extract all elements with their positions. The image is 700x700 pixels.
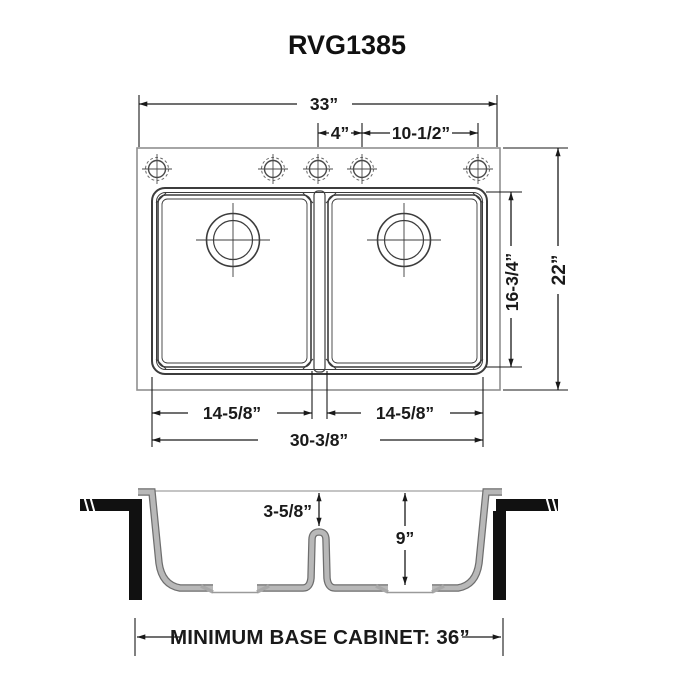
dim-left-bowl-width-label: 14-5/8” [203,403,261,423]
dim-overall-width-label: 33” [310,94,338,114]
dim-bowls-span-label: 30-3/8” [290,430,348,450]
dim-faucet-span-label: 10-1/2” [392,123,450,143]
dim-bowl-front-back: 16-3/4” [486,191,522,368]
faucet-hole [347,154,377,184]
left-drain [196,203,270,277]
dim-divider-height-label: 3-5/8” [263,501,312,521]
top-view: 33” 4” 10-1/2” 16-3/4” 22” [136,94,570,450]
dim-overall-depth-label: 22” [549,255,570,286]
dim-bowl-front-back-label: 16-3/4” [502,253,522,311]
faucet-holes [142,154,493,184]
dim-bowl-depth: 9” [396,493,414,585]
dim-faucet-offset-label: 4” [331,123,349,143]
left-bowl [155,192,314,370]
dim-right-bowl-width-label: 14-5/8” [376,403,434,423]
bowl-divider [313,190,326,373]
faucet-hole [142,154,172,184]
countertop-right [493,495,558,600]
sink-deck-outline [136,147,501,391]
cabinet-wall-right [493,511,506,600]
faucet-hole [463,154,493,184]
base-cabinet-note: MINIMUM BASE CABINET: 36” [170,626,470,649]
dim-overall-width: 33” [138,94,498,147]
left-drain-recess [200,583,270,594]
right-drain-recess [375,583,445,594]
cabinet-wall-left [129,511,142,600]
section-view: 3-5/8” 9” MINIMUM BASE CABINET: 36” [80,488,558,656]
dim-faucet-span: 10-1/2” [362,123,479,147]
dim-base-cabinet: MINIMUM BASE CABINET: 36” [134,618,504,656]
dim-bowls-span: 30-3/8” [152,430,483,450]
sink-rim [151,187,488,375]
countertop-left [80,495,142,600]
right-bowl [325,192,484,370]
dim-overall-depth: 22” [503,147,570,391]
dim-divider-height: 3-5/8” [263,493,322,526]
dim-right-bowl-width: 14-5/8” [326,371,484,447]
faucet-hole [258,154,288,184]
dim-faucet-offset: 4” [317,123,363,147]
sink-section-profile [138,488,502,594]
right-drain [367,203,441,277]
dim-bowl-depth-label: 9” [396,528,414,548]
page-title: RVG1385 [288,30,406,60]
dim-left-bowl-width: 14-5/8” [151,371,313,447]
faucet-hole [303,154,333,184]
